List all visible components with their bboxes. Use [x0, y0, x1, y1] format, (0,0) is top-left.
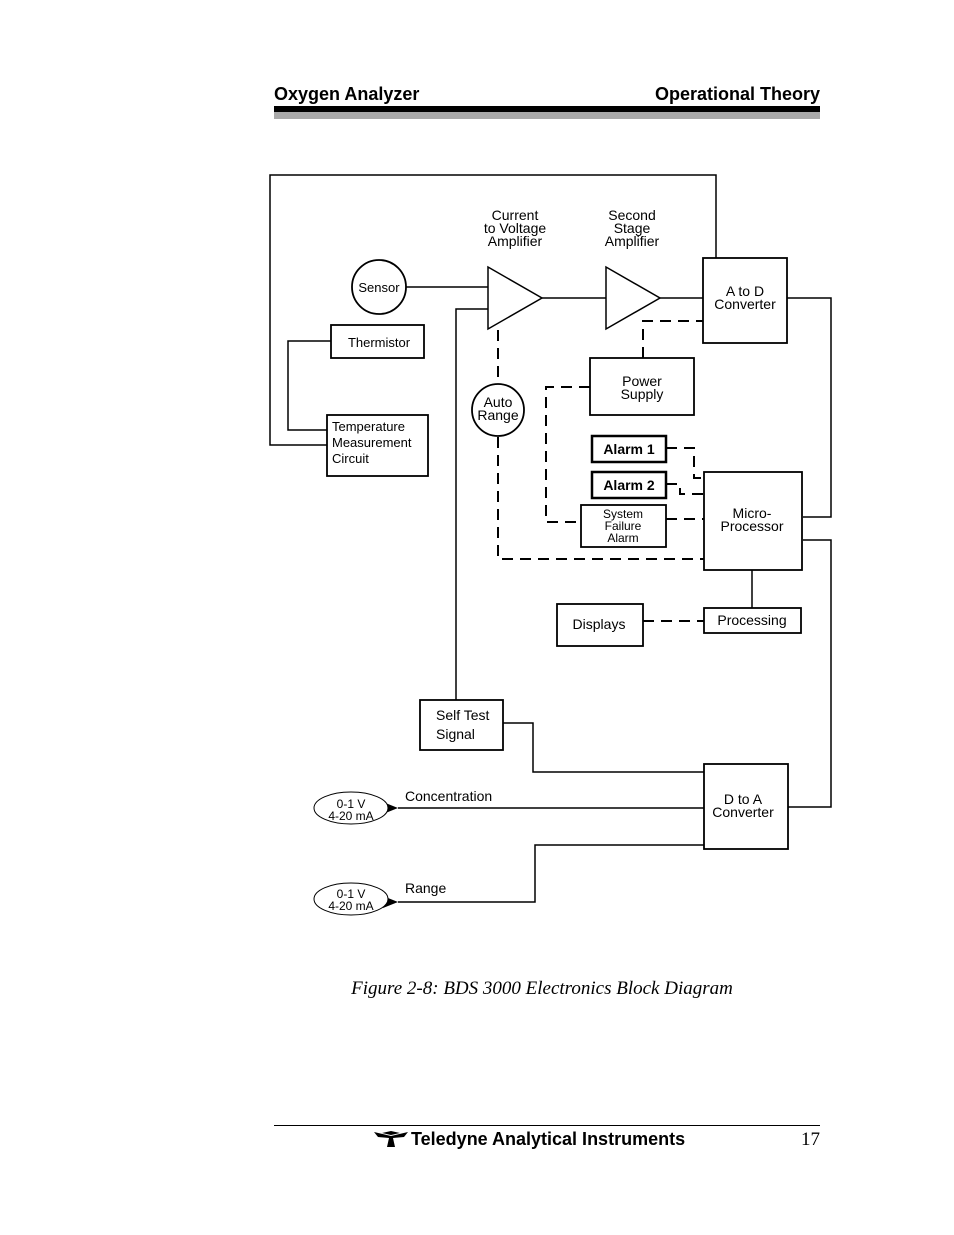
- alarm2-label: Alarm 2: [603, 477, 655, 493]
- power-label-1: Power: [622, 373, 662, 389]
- current-to-voltage-amplifier: [487, 265, 544, 331]
- sfa-label-3: Alarm: [607, 531, 638, 545]
- temperature-circuit-box: [326, 414, 429, 477]
- conc-out-current: 4-20 mA: [328, 809, 373, 823]
- self-test-box: [419, 699, 504, 751]
- second-stage-amplifier: [605, 265, 662, 331]
- range-line: [383, 844, 704, 908]
- ss-amp-label-1: Second: [608, 207, 655, 223]
- temp-label-2: Measurement: [332, 435, 412, 450]
- cv-amp-label-3: Amplifier: [488, 233, 543, 249]
- alarm1-box: [590, 434, 668, 464]
- microprocessor-box: [703, 471, 803, 571]
- auto-range-label-2: Range: [477, 407, 518, 423]
- range-out-voltage: 0-1 V: [337, 887, 366, 901]
- alarm1-dashed: [666, 447, 704, 479]
- power-supply-box: [589, 357, 695, 416]
- processing-box: [703, 607, 802, 634]
- concentration-label: Concentration: [405, 788, 492, 804]
- dac-label-2: Converter: [712, 804, 774, 820]
- header-title: Oxygen Analyzer: [274, 84, 420, 104]
- conc-out-voltage: 0-1 V: [337, 797, 366, 811]
- sfa-label-1: System: [603, 507, 643, 521]
- thermistor-label: Thermistor: [348, 335, 411, 350]
- temp-label-1: Temperature: [332, 419, 405, 434]
- adc-to-micro-line: [787, 297, 832, 518]
- sensor-label: Sensor: [358, 280, 400, 295]
- header-rule: [274, 106, 820, 112]
- dac-label-1: D to A: [724, 791, 763, 807]
- thermistor-box: [330, 324, 425, 359]
- temp-label-3: Circuit: [332, 451, 369, 466]
- auto-range-circle: [471, 383, 525, 437]
- sensor-circle: [351, 259, 407, 315]
- self-test-label-1: Self Test: [436, 707, 490, 723]
- micro-label-2: Processor: [720, 518, 783, 534]
- self-test-label-2: Signal: [436, 726, 475, 742]
- footer-company: Teledyne Analytical Instruments: [411, 1129, 686, 1149]
- displays-box: [556, 603, 644, 647]
- ss-amp-label-3: Amplifier: [605, 233, 660, 249]
- range-label: Range: [405, 880, 446, 896]
- concentration-output-ellipse: [313, 791, 389, 825]
- self-test-to-dac-line: [503, 722, 704, 773]
- self-test-line: [455, 308, 488, 700]
- micro-label-1: Micro-: [733, 505, 772, 521]
- teledyne-logo-icon: [374, 1131, 408, 1147]
- header-rule-shadow: [274, 112, 820, 119]
- temperature-feedback-line: [269, 174, 717, 446]
- footer-rule: [274, 1125, 820, 1126]
- power-label-2: Supply: [621, 386, 664, 402]
- cv-amp-label-1: Current: [492, 207, 539, 223]
- cv-amp-label-2: to Voltage: [484, 220, 546, 236]
- sfa-label-2: Failure: [605, 519, 642, 533]
- alarm1-label: Alarm 1: [603, 441, 655, 457]
- adc-label-1: A to D: [726, 283, 764, 299]
- thermistor-link-line: [287, 340, 331, 431]
- range-out-current: 4-20 mA: [328, 899, 373, 913]
- power-distribution-dashed: [545, 386, 590, 523]
- ss-amp-label-2: Stage: [614, 220, 651, 236]
- header-section: Operational Theory: [654, 84, 820, 104]
- dac-box: [703, 763, 789, 850]
- page-number: 17: [801, 1129, 820, 1150]
- micro-to-dac-line: [788, 539, 832, 808]
- adc-label-2: Converter: [714, 296, 776, 312]
- power-to-adc-dashed: [642, 320, 703, 358]
- figure-caption: Figure 2-8: BDS 3000 Electronics Block D…: [351, 978, 733, 999]
- auto-range-label-1: Auto: [484, 394, 513, 410]
- adc-box: [702, 257, 788, 344]
- processing-label: Processing: [717, 612, 786, 628]
- range-output-ellipse: [313, 882, 389, 916]
- alarm2-dashed: [666, 483, 704, 495]
- alarm2-box: [590, 470, 668, 500]
- displays-label: Displays: [573, 616, 626, 632]
- autorange-to-micro-dashed: [497, 437, 704, 560]
- system-failure-box: [580, 504, 667, 548]
